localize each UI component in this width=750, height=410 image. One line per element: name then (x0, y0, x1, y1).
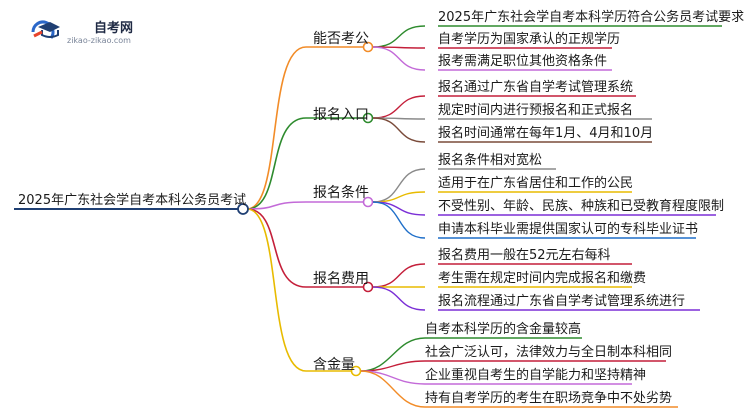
leaf-item: 申请本科毕业需提供国家认可的专科毕业证书 (438, 222, 699, 237)
logo-url: zikao-zikao.com (67, 36, 131, 45)
site-logo (30, 18, 60, 48)
leaf-item: 企业重视自考生的自学能力和坚持精神 (425, 368, 647, 383)
leaf-item: 报名通过广东省自学考试管理系统 (438, 80, 634, 95)
leaf-item: 社会广泛认可，法律效力与全日制本科相同 (425, 345, 673, 360)
leaf-item: 规定时间内进行预报名和正式报名 (438, 103, 634, 118)
leaf-item: 持有自考学历的考生在职场竞争中不处劣势 (425, 391, 673, 406)
branch-label-能否考公: 能否考公 (313, 31, 369, 47)
branch-label-报名条件: 报名条件 (313, 185, 369, 201)
leaf-item: 报考需满足职位其他资格条件 (438, 54, 608, 69)
root-node (237, 203, 249, 215)
branch-label-报名入口: 报名入口 (313, 107, 369, 123)
leaf-item: 自考本科学历的含金量较高 (425, 322, 582, 337)
leaf-item: 考生需在规定时间内完成报名和缴费 (438, 271, 647, 286)
branch-node (350, 365, 362, 377)
leaf-connector (372, 201, 426, 239)
branch-node (362, 281, 374, 293)
branch-connector (246, 201, 363, 210)
leaf-connector (372, 46, 426, 71)
root-topic: 2025年广东社会学自考本科公务员考试 (18, 193, 247, 208)
leaf-connector (360, 370, 426, 408)
graduation-cap-icon (31, 20, 60, 39)
leaf-item: 不受性别、年龄、民族、种族和已受教育程度限制 (438, 199, 725, 214)
branch-connector (246, 46, 363, 210)
leaf-item: 报名条件相对宽松 (438, 153, 543, 168)
leaf-connector (372, 95, 426, 119)
leaf-item: 报名费用一般在52元左右每科 (438, 248, 611, 263)
leaf-item: 报名时间通常在每年1月、4月和10月 (438, 126, 654, 141)
branch-connector (246, 208, 351, 372)
leaf-item: 2025年广东社会学自考本科学历符合公务员考试要求 (438, 10, 745, 25)
branch-connector (246, 208, 363, 288)
leaf-connector (372, 25, 426, 48)
leaf-item: 适用于在广东省居住和工作的公民 (438, 176, 634, 191)
branch-node (362, 41, 374, 53)
branch-label-报名费用: 报名费用 (313, 271, 369, 287)
leaf-connector (372, 117, 426, 143)
leaf-connector (372, 286, 426, 311)
branch-connector (246, 117, 363, 210)
branch-label-含金量: 含金量 (313, 357, 355, 373)
branch-node (362, 112, 374, 124)
branch-node (362, 196, 374, 208)
logo-title: 自考网 (94, 21, 134, 36)
leaf-connector (372, 263, 426, 288)
leaf-connector (372, 201, 426, 216)
leaf-item: 报名流程通过广东省自学考试管理系统进行 (438, 294, 686, 309)
leaf-item: 自考学历为国家承认的正规学历 (438, 32, 621, 47)
